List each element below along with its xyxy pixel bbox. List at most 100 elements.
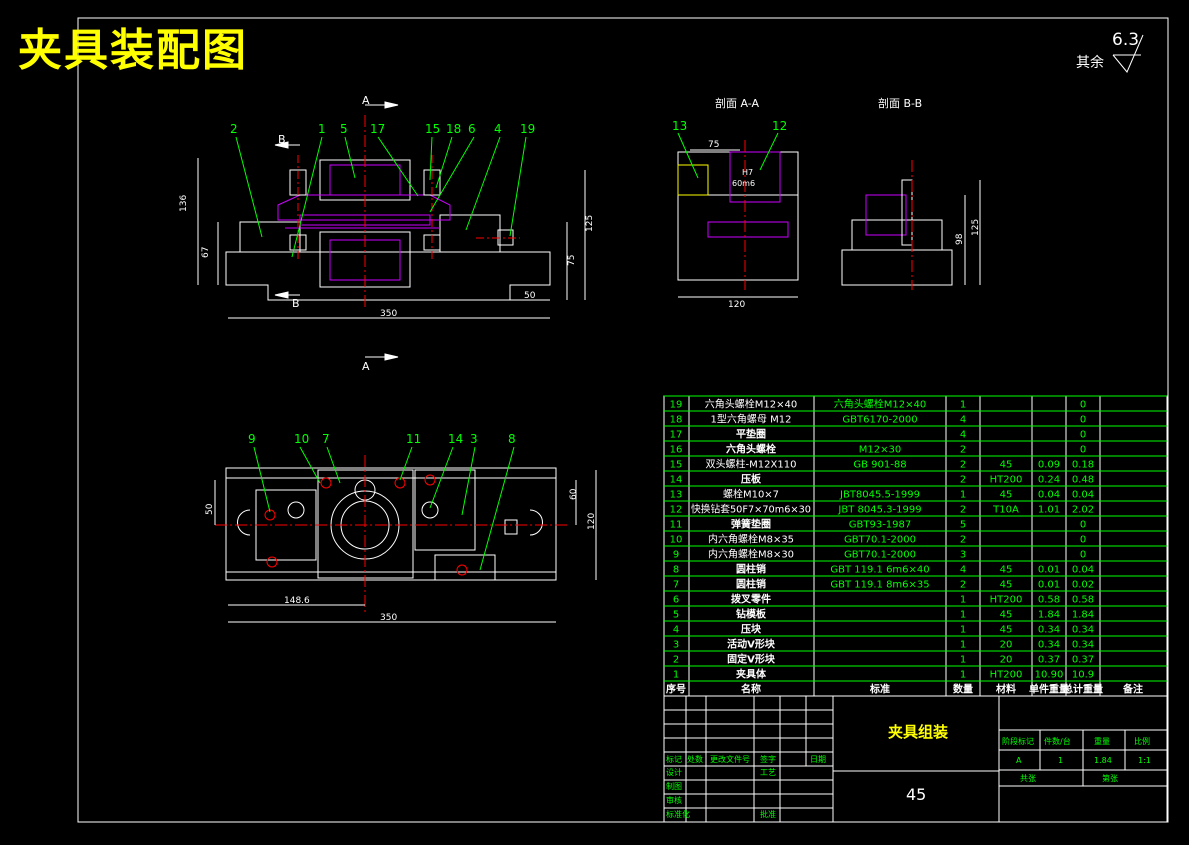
tb-right: 阶段标记 件数/台 重量 比例 A 1 1.84 1:1 共张 第张: [1002, 736, 1151, 783]
bom-cell-std: 六角头螺栓M12×40: [834, 398, 926, 411]
bom-cell-mat: HT200: [990, 595, 1023, 606]
balloon-17: 17: [370, 122, 385, 136]
bom-cell-no: 10: [670, 535, 683, 546]
tb-scale-header: 比例: [1134, 736, 1150, 746]
tb-stage-header: 阶段标记: [1002, 736, 1034, 746]
bom-cell-name: 圆柱销: [736, 578, 766, 591]
cut-b-bottom: B: [292, 297, 300, 310]
bom-cell-no: 16: [670, 445, 683, 456]
bom-cell-mat: 45: [1000, 490, 1013, 501]
roughness-value: 6.3: [1112, 30, 1140, 50]
bom-cell-qty: 2: [960, 505, 966, 516]
bom-cell-name: 六角头螺栓: [726, 443, 776, 456]
tb-mark: 标记: [666, 754, 682, 764]
cut-a-top: A: [362, 94, 370, 107]
bom-cell-std: GBT 119.1 6m6×40: [830, 565, 929, 576]
bom-cell-mat: 材料: [996, 683, 1016, 696]
bom-cell-no: 11: [670, 520, 683, 531]
bom-cell-total: 0: [1080, 520, 1086, 531]
bom-cell-no: 6: [673, 595, 679, 606]
bom-cell-std: GB 901-88: [853, 460, 906, 471]
inner-border: [77, 17, 1169, 823]
bom-cell-total: 0: [1080, 430, 1086, 441]
bom-cell-qty: 数量: [953, 683, 973, 696]
balloon-4: 4: [494, 122, 502, 136]
dim-136: 136: [179, 195, 189, 212]
bom-cell-qty: 4: [960, 565, 966, 576]
section-bb-view: [841, 160, 981, 290]
bom-cell-name: 钻模板: [736, 608, 767, 621]
bom-cell-unit: 10.90: [1035, 670, 1064, 681]
tb-sheet-total: 共张: [1020, 774, 1036, 783]
section-arrows: [274, 101, 399, 361]
tb-check: 审核: [666, 795, 682, 805]
bom-cell-no: 9: [673, 550, 679, 561]
bom-cell-total: 10.9: [1072, 670, 1094, 681]
top-leaders: [253, 446, 515, 571]
dim-aa-m6: 60m6: [732, 179, 755, 188]
bom-cell-name: 弹簧垫圈: [731, 518, 771, 531]
bom-cell-name: 拨叉零件: [731, 593, 771, 606]
bom-cell-no: 12: [670, 505, 683, 516]
roughness-symbol: [1112, 34, 1144, 73]
bom-cell-name: 平垫圈: [736, 428, 766, 441]
front-balloons: 2 1 5 17 15 18 6 4 19: [230, 122, 535, 136]
front-dims: 136 67 125 75 50 350: [179, 195, 595, 319]
tb-approve: 批准: [760, 809, 776, 819]
balloon-5: 5: [340, 122, 348, 136]
bom-cell-unit: 0.58: [1038, 595, 1060, 606]
bom-cell-total: 0.04: [1072, 490, 1094, 501]
balloon-14: 14: [448, 432, 463, 446]
section-aa-label: 剖面 A-A: [715, 96, 760, 110]
bom-cell-name: 圆柱销: [736, 563, 766, 576]
bom-cell-mat: T10A: [992, 505, 1019, 516]
dim-350: 350: [380, 309, 397, 319]
bom-cell-total: 0.18: [1072, 460, 1094, 471]
dim-75: 75: [567, 255, 577, 266]
bom-cell-total: 0.58: [1072, 595, 1094, 606]
bom-header-row: 序号名称标准数量材料单件重量总计重量备注: [666, 683, 1143, 696]
bom-cell-name: 活动V形块: [727, 638, 776, 651]
tb-sign: 签字: [760, 754, 776, 764]
bom-cell-total: 0.37: [1072, 655, 1094, 666]
balloon-15: 15: [425, 122, 440, 136]
bom-cell-qty: 4: [960, 415, 966, 426]
bb-dims: 98 125: [955, 219, 981, 245]
title-block-row-lines: [664, 709, 833, 809]
bom-cell-mat: 45: [1000, 625, 1013, 636]
top-balloons: 9 10 7 11 14 3 8: [248, 432, 516, 446]
bom-cell-no: 4: [673, 625, 679, 636]
bom-cell-qty: 2: [960, 475, 966, 486]
bom-cell-no: 3: [673, 640, 679, 651]
bom-cell-name: 内六角螺栓M8×35: [708, 533, 794, 546]
balloon-3: 3: [470, 432, 478, 446]
bom-cell-no: 13: [670, 490, 683, 501]
balloon-11: 11: [406, 432, 421, 446]
bom-cell-unit: 0.01: [1038, 565, 1060, 576]
bom-cell-total: 0: [1080, 400, 1086, 411]
bom-cell-note: 备注: [1122, 683, 1143, 696]
tb-material: 45: [906, 785, 926, 804]
bom-cell-no: 7: [673, 580, 679, 591]
bom-cell-qty: 1: [960, 490, 966, 501]
bom-cell-total: 0.34: [1072, 640, 1094, 651]
tb-draw: 制图: [666, 781, 682, 791]
front-view: [197, 115, 586, 319]
bom-cell-qty: 1: [960, 670, 966, 681]
dim-top-120: 120: [587, 513, 597, 530]
bom-cell-unit: 1.01: [1038, 505, 1060, 516]
bom-cell-unit: 0.04: [1038, 490, 1060, 501]
tb-drawing-name: 夹具组装: [888, 723, 949, 741]
bom-cell-name: 螺栓M10×7: [723, 488, 779, 501]
bom-cell-total: 总计重量: [1063, 683, 1103, 696]
balloon-10: 10: [294, 432, 309, 446]
bom-cell-total: 0.48: [1072, 475, 1094, 486]
tb-weight-header: 重量: [1094, 736, 1110, 746]
